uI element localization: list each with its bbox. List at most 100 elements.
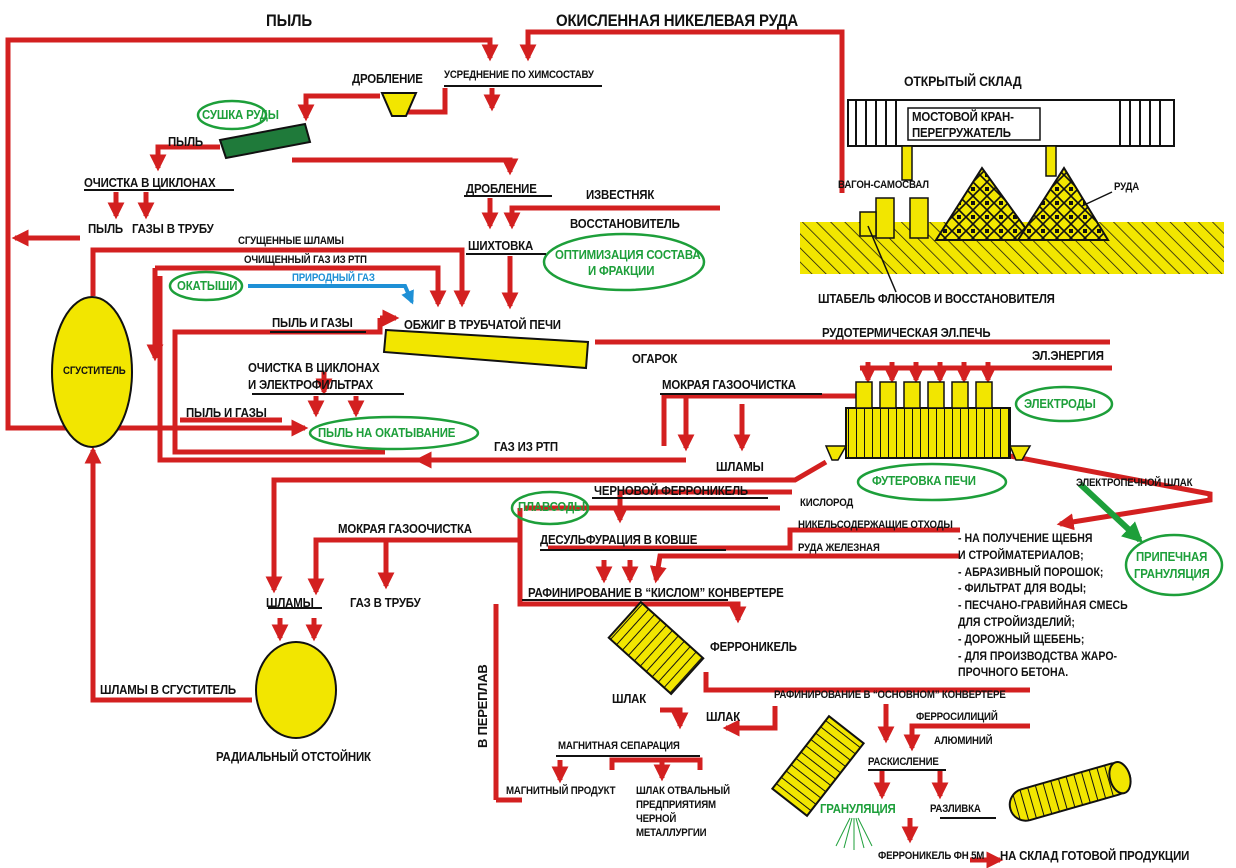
label-limestone: ИЗВЕСТНЯК — [586, 187, 655, 202]
label-electrodes: ЭЛЕКТРОДЫ — [1024, 396, 1096, 411]
flow-wet2 — [307, 537, 520, 596]
label-thickened-sludge: СГУЩЕННЫЕ ШЛАМЫ — [238, 235, 344, 247]
label-cleaning-ef-1: ОЧИСТКА В ЦИКЛОНАХ — [248, 360, 380, 375]
slag-use-item: - НА ПОЛУЧЕНИЕ ЩЕБНЯ — [958, 531, 1093, 545]
flow-basic-slag — [722, 706, 778, 737]
flow-sludge-1 — [265, 459, 828, 594]
label-lining: ФУТЕРОВКА ПЕЧИ — [872, 473, 976, 488]
label-thickener: СГУСТИТЕЛЬ — [63, 365, 126, 377]
label-dust-gases-2: ПЫЛЬ И ГАЗЫ — [186, 405, 267, 420]
label-bridge-crane-2: ПЕРЕГРУЖАТЕЛЬ — [912, 125, 1011, 140]
label-casting: РАЗЛИВКА — [930, 803, 981, 815]
label-underlines — [84, 85, 996, 819]
flow-crusher-dryer — [297, 93, 380, 122]
flow-ferronickel — [703, 672, 1030, 693]
flow-sludge-to-thick — [84, 446, 252, 703]
label-dump-slag-4: МЕТАЛЛУРГИИ — [636, 827, 707, 839]
label-optimization-1: ОПТИМИЗАЦИЯ СОСТАВА — [555, 247, 701, 262]
label-sludge-2: ШЛАМЫ — [266, 595, 314, 610]
flow-iron-ore — [649, 553, 960, 584]
label-dump-slag-2: ПРЕДПРИЯТИЯМ — [636, 799, 716, 811]
flow-mag-sep — [609, 757, 703, 770]
slag-use-item: - АБРАЗИВНЫЙ ПОРОШОК; — [958, 564, 1104, 579]
flow-limestone — [503, 205, 720, 230]
highlight-ellipses — [168, 99, 1224, 597]
label-electric-furnace-slag: ЭЛЕКТРОПЕЧНОЙ ШЛАК — [1076, 477, 1193, 489]
granulation-spray — [835, 817, 873, 850]
label-ore-thermal-furnace: РУДОТЕРМИЧЕСКАЯ ЭЛ.ПЕЧЬ — [822, 325, 991, 340]
label-furnace-granulation-1: ПРИПЕЧНАЯ — [1136, 549, 1208, 564]
slag-use-item: - ФИЛЬТРАТ ДЛЯ ВОДЫ; — [958, 581, 1087, 596]
label-dust-top: ПЫЛЬ — [266, 11, 312, 30]
label-oxygen: КИСЛОРОД — [800, 497, 854, 509]
label-sludge-1: ШЛАМЫ — [716, 459, 764, 474]
flow-ni-waste — [548, 527, 960, 551]
flow-crude-fn — [611, 489, 792, 524]
flow-thick-sludge — [90, 247, 471, 308]
flow-dust-top-down — [481, 37, 499, 62]
slag-use-item: ПРОЧНОГО БЕТОНА. — [958, 665, 1069, 680]
label-dump-slag-1: ШЛАК ОТВАЛЬНЫЙ — [636, 785, 730, 797]
label-dump-slag-3: ЧЕРНОЙ — [636, 813, 677, 825]
label-crushing-1: ДРОБЛЕНИЕ — [352, 71, 423, 86]
label-open-storage: ОТКРЫТЫЙ СКЛАД — [904, 73, 1022, 89]
ingot-mold — [1008, 761, 1132, 822]
label-dust-gases-1: ПЫЛЬ И ГАЗЫ — [272, 315, 353, 330]
label-gases-to-pipe: ГАЗЫ В ТРУБУ — [132, 221, 214, 236]
slag-use-item: И СТРОЙМАТЕРИАЛОВ; — [958, 547, 1084, 562]
label-ferronickel: ФЕРРОНИКЕЛЬ — [710, 639, 797, 654]
label-crude-ferronickel: ЧЕРНОВОЙ ФЕРРОНИКЕЛЬ — [594, 483, 748, 498]
flow-slag1 — [660, 707, 689, 730]
slag-use-item: - ПЕСЧАНО-ГРАВИЙНАЯ СМЕСЬ — [958, 598, 1128, 613]
label-roasting: ОБЖИГ В ТРУБЧАТОЙ ПЕЧИ — [404, 317, 561, 332]
slag-use-item: - ДЛЯ ПРОИЗВОДСТВА ЖАРО- — [958, 648, 1118, 663]
label-bridge-crane-1: МОСТОВОЙ КРАН- — [912, 109, 1014, 124]
label-reductant: ВОССТАНОВИТЕЛЬ — [570, 216, 680, 231]
label-purified-gas: ОЧИЩЕННЫЙ ГАЗ ИЗ РТП — [244, 254, 367, 266]
flow-wet-gas — [661, 393, 860, 446]
label-wet-gas-cleaning-2: МОКРАЯ ГАЗООЧИСТКА — [338, 521, 472, 536]
label-desulfurization: ДЕСУЛЬФУРАЦИЯ В КОВШЕ — [540, 532, 698, 547]
label-oxidized-ore: ОКИСЛЕННАЯ НИКЕЛЕВАЯ РУДА — [556, 11, 799, 30]
label-crushing-2: ДРОБЛЕНИЕ — [466, 181, 537, 196]
flow-to-crusher — [400, 88, 448, 115]
label-cyclone-cleaning: ОЧИСТКА В ЦИКЛОНАХ — [84, 175, 216, 190]
ore-thermal-furnace — [824, 381, 1032, 461]
label-acid-converter: РАФИНИРОВАНИЕ В “КИСЛОМ” КОНВЕРТЕРЕ — [528, 585, 784, 600]
basic-converter — [770, 714, 866, 818]
label-ore: РУДА — [1114, 181, 1140, 193]
label-slag-1: ШЛАК — [612, 691, 647, 706]
label-dust-2: ПЫЛЬ — [168, 134, 203, 149]
label-iron-ore: РУДА ЖЕЛЕЗНАЯ — [798, 542, 880, 554]
label-dump-car: ВАГОН-САМОСВАЛ — [838, 179, 929, 191]
flow-dust-gases-1 — [172, 318, 385, 455]
flow-gas-from-rtp — [157, 276, 686, 463]
label-remelting: В ПЕРЕПЛАВ — [475, 664, 490, 748]
acid-converter — [607, 600, 705, 696]
label-sludge-to-thickener: ШЛАМЫ В СГУСТИТЕЛЬ — [100, 682, 236, 697]
open-storage-illustration — [800, 99, 1224, 293]
label-basic-converter: РАФИНИРОВАНИЕ В “ОСНОВНОМ” КОНВЕРТЕРЕ — [774, 689, 1006, 701]
flow-purified-gas — [155, 265, 447, 308]
label-electric-energy: ЭЛ.ЭНЕРГИЯ — [1032, 348, 1104, 363]
label-dust-3: ПЫЛЬ — [88, 221, 123, 236]
label-slag-2: ШЛАК — [706, 709, 741, 724]
label-ferrosilicon: ФЕРРОСИЛИЦИЙ — [916, 711, 998, 723]
label-averaging: УСРЕДНЕНИЕ ПО ХИМСОСТАВУ — [444, 69, 594, 81]
flow-dust-top — [5, 37, 486, 437]
rotary-kiln — [382, 328, 590, 370]
label-ferronickel-fn5m: ФЕРРОНИКЕЛЬ ФН 5М — [878, 850, 985, 862]
label-optimization-2: И ФРАКЦИИ — [588, 263, 655, 278]
slag-use-item: - ДОРОЖНЫЙ ЩЕБЕНЬ; — [958, 631, 1085, 646]
label-aluminum: АЛЮМИНИЙ — [934, 735, 993, 747]
flow-acid — [517, 508, 747, 624]
label-gas-to-pipe: ГАЗ В ТРУБУ — [350, 595, 421, 610]
label-granulation: ГРАНУЛЯЦИЯ — [820, 801, 896, 816]
flow-furnace-slag — [1009, 453, 1213, 531]
label-magnetic-separation: МАГНИТНАЯ СЕПАРАЦИЯ — [558, 740, 680, 752]
flow-dryer-dust — [149, 144, 220, 172]
flow-oxidized-ore — [519, 29, 845, 193]
label-natural-gas: ПРИРОДНЫЙ ГАЗ — [292, 272, 375, 284]
label-ore-drying: СУШКА РУДЫ — [202, 107, 279, 122]
